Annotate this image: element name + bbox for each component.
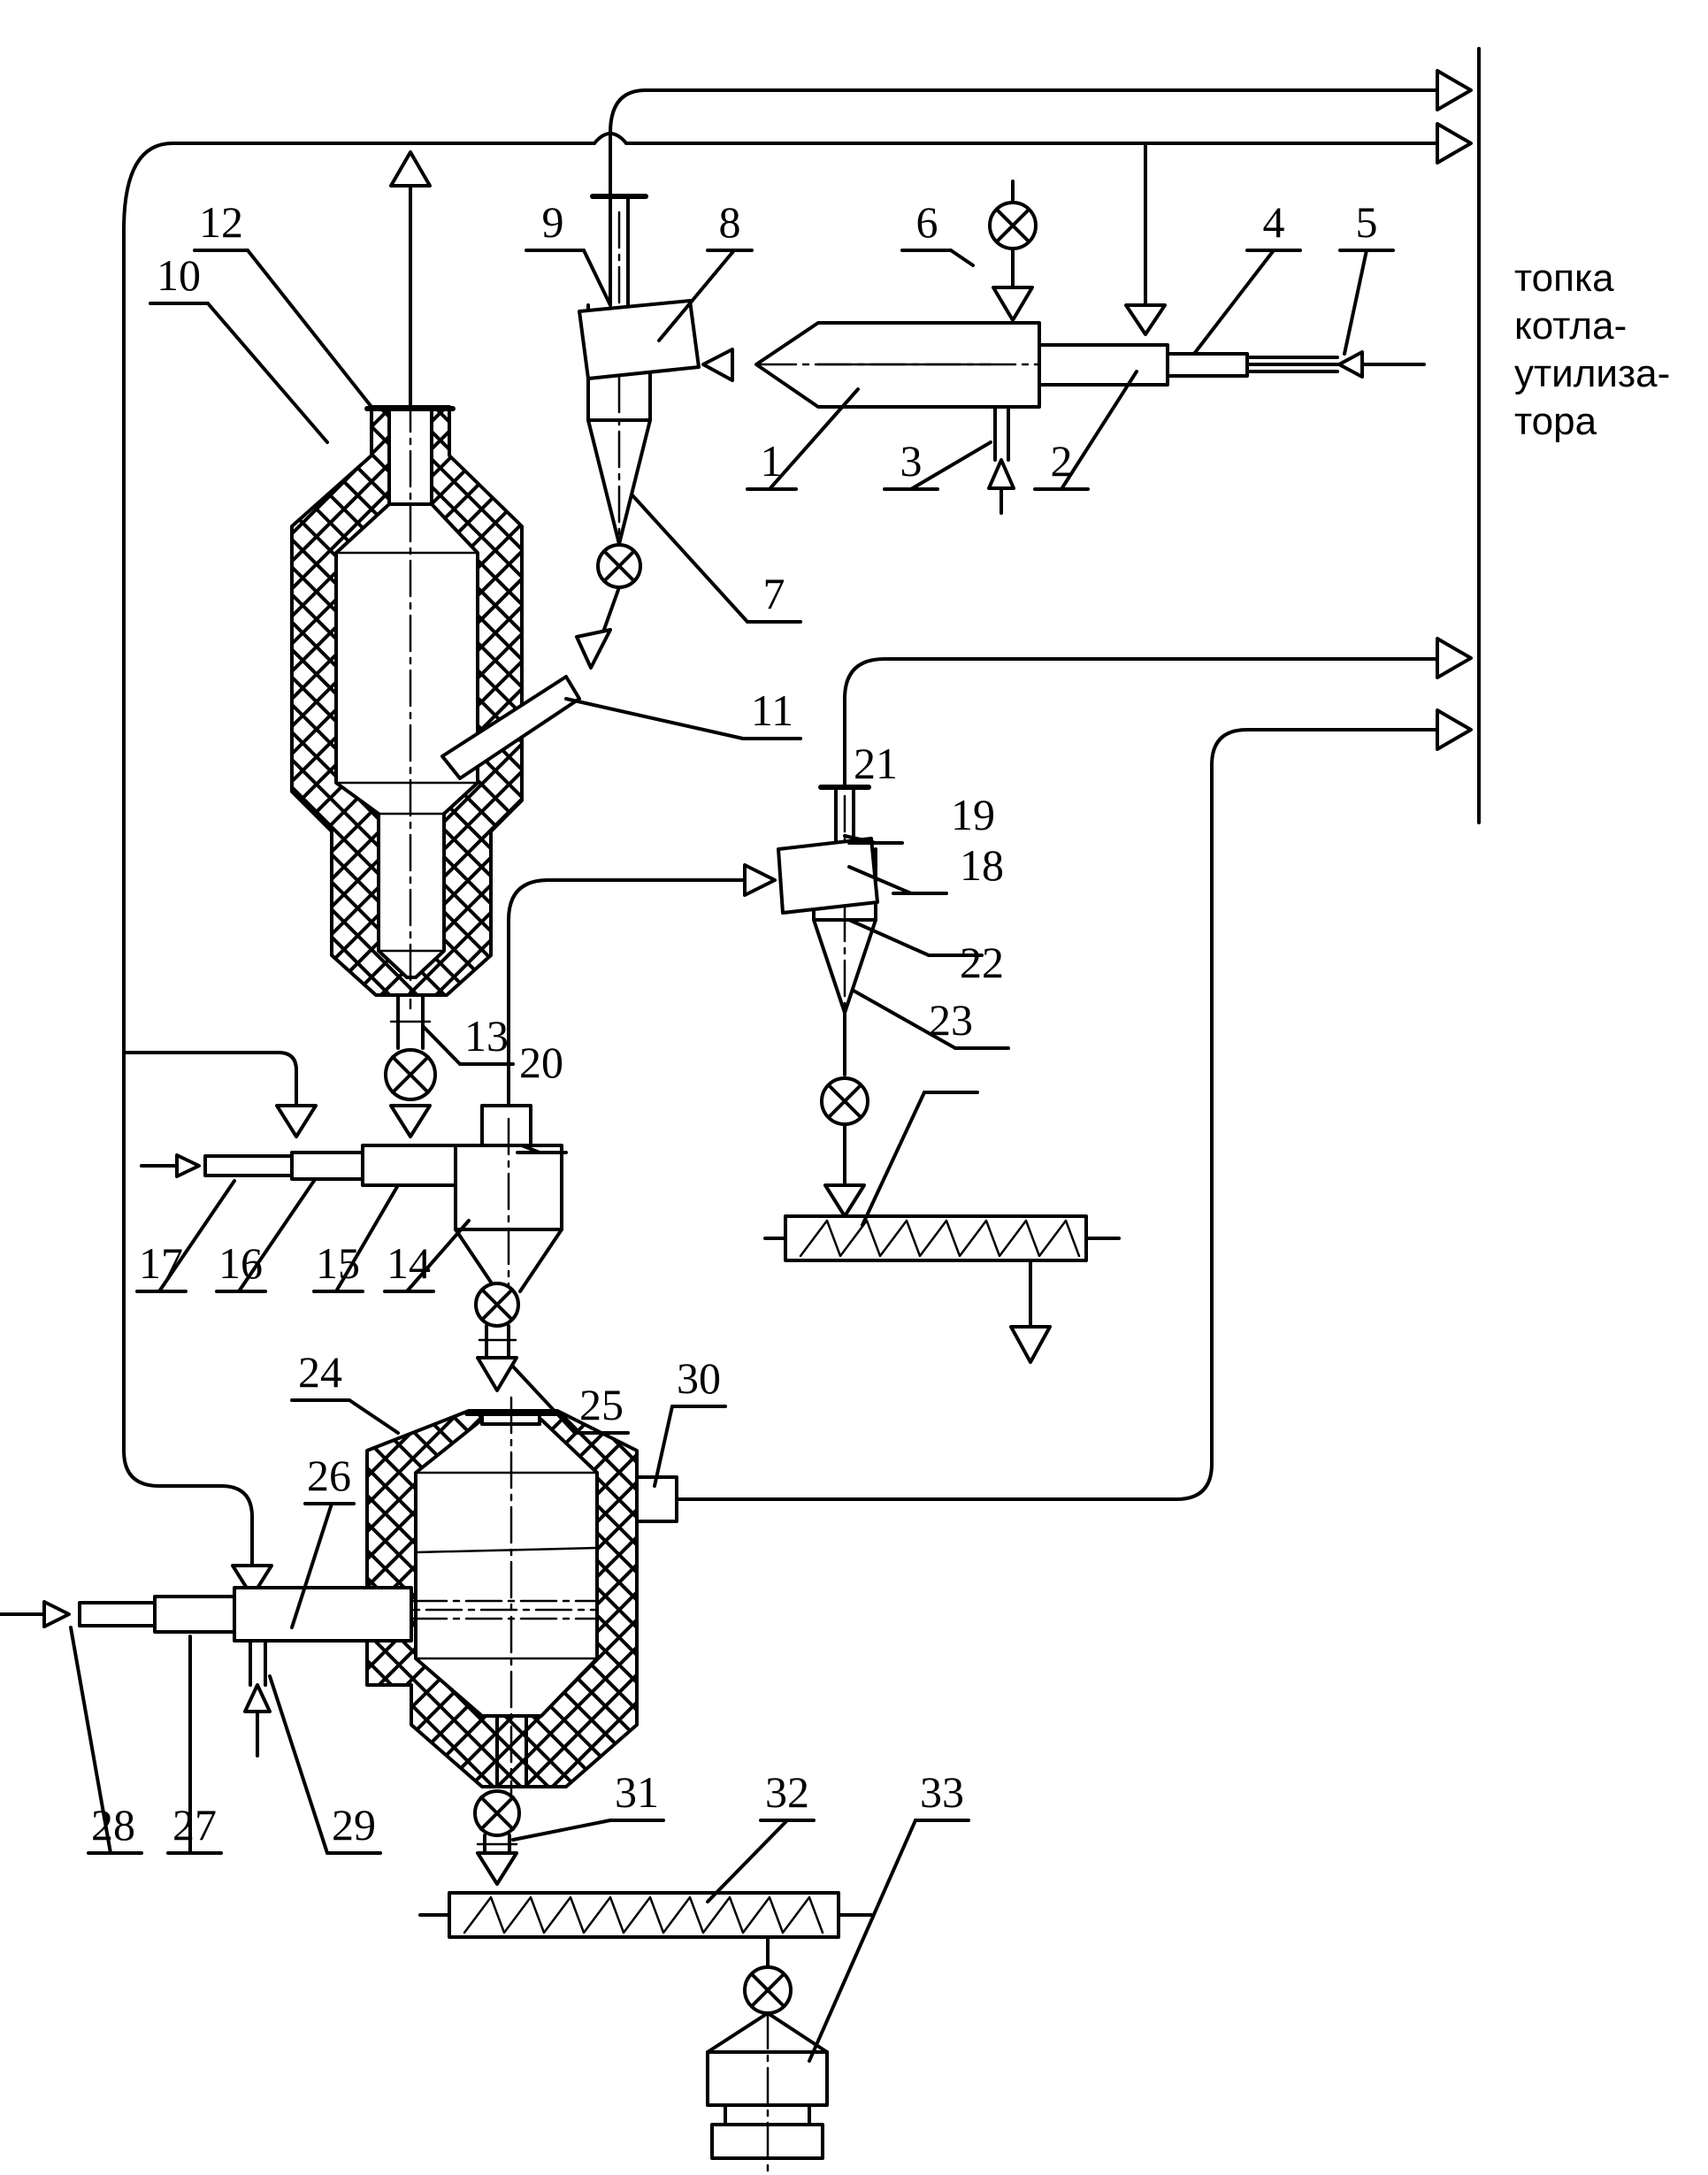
left-recirculation-line	[124, 230, 252, 1566]
label-32: 32	[765, 1767, 809, 1817]
label-16: 16	[218, 1238, 263, 1288]
label-30: 30	[677, 1353, 721, 1403]
cyclone-7	[577, 196, 732, 668]
label-26: 26	[307, 1451, 351, 1500]
drum-1	[756, 181, 1424, 513]
label-24: 24	[298, 1347, 342, 1397]
label-27: 27	[172, 1800, 217, 1850]
label-8: 8	[719, 197, 741, 247]
caption-line-3: утилиза-	[1514, 350, 1700, 398]
label-14: 14	[387, 1238, 431, 1288]
label-7: 7	[763, 569, 785, 618]
cyclone-18	[509, 639, 1471, 1216]
label-21: 21	[854, 739, 898, 788]
label-1: 1	[761, 436, 783, 486]
label-31: 31	[615, 1767, 659, 1817]
caption-line-1: топка	[1514, 255, 1700, 303]
label-20: 20	[519, 1038, 563, 1087]
label-25: 25	[579, 1380, 624, 1429]
caption-line-4: тора	[1514, 398, 1700, 446]
receiver-33	[708, 2013, 827, 2171]
label-19: 19	[951, 790, 995, 839]
label-29: 29	[332, 1800, 376, 1850]
label-13: 13	[464, 1011, 509, 1061]
screw-conveyor-32	[420, 1893, 871, 2013]
label-12: 12	[199, 197, 243, 247]
label-11: 11	[751, 685, 793, 735]
caption-line-2: котла-	[1514, 303, 1700, 350]
label-10: 10	[157, 250, 201, 300]
boiler-furnace-caption: топка котла- утилиза- тора	[1514, 255, 1700, 446]
burner-26	[0, 1588, 411, 1756]
label-18: 18	[960, 840, 1004, 890]
label-6: 6	[916, 197, 938, 247]
label-22: 22	[960, 938, 1004, 987]
label-23: 23	[929, 995, 973, 1045]
label-2: 2	[1051, 436, 1073, 486]
label-4: 4	[1263, 197, 1285, 247]
discharge-13	[386, 995, 435, 1137]
label-15: 15	[316, 1238, 360, 1288]
screw-conveyor-23	[765, 1216, 1119, 1362]
discharge-31	[475, 1791, 519, 1884]
branch-line-16	[124, 1053, 296, 1106]
label-33: 33	[920, 1767, 964, 1817]
label-5: 5	[1356, 197, 1378, 247]
label-9: 9	[542, 197, 564, 247]
label-28: 28	[91, 1800, 135, 1850]
label-17: 17	[139, 1238, 183, 1288]
label-3: 3	[900, 436, 923, 486]
